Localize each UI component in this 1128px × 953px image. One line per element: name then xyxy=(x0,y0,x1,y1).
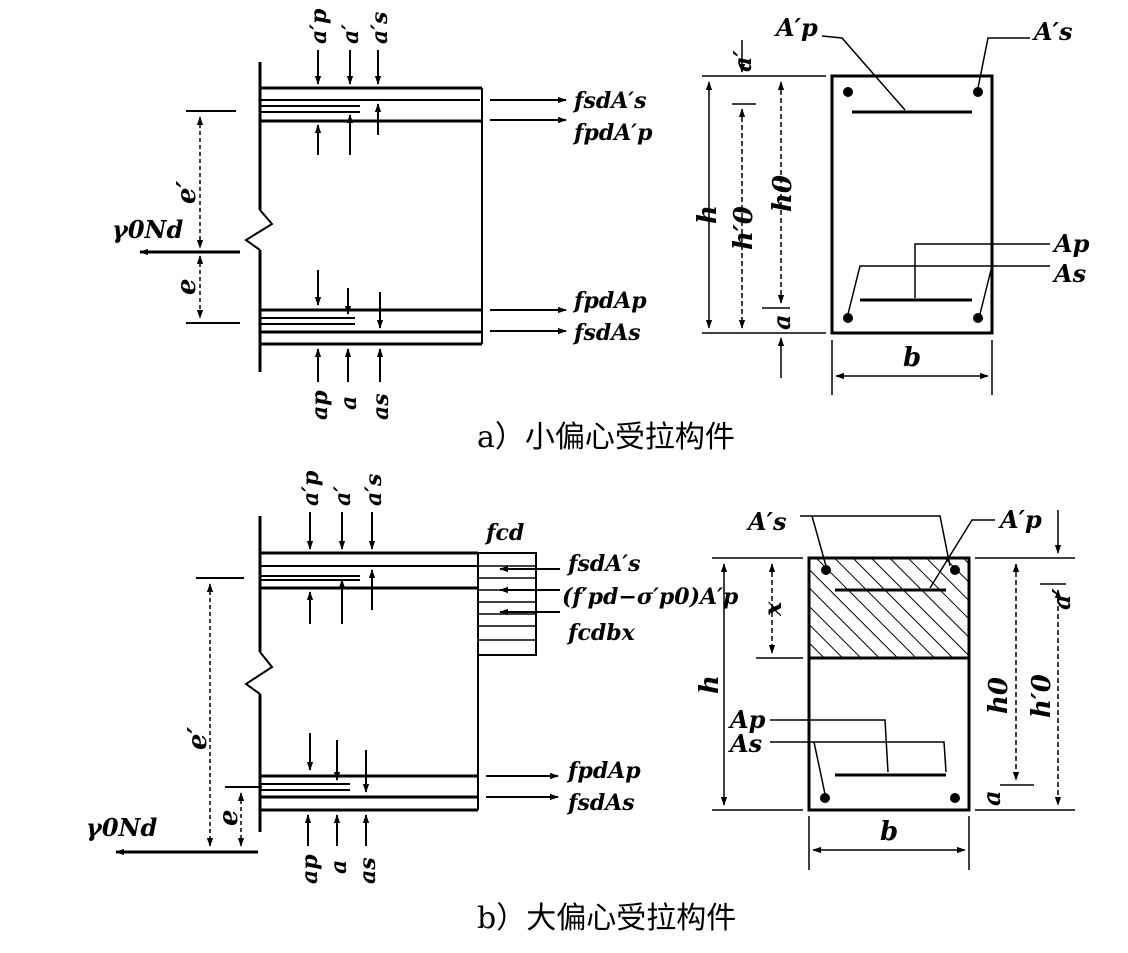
load-label-b: γ0Nd xyxy=(86,813,157,842)
dim-label-a-prime-a: a′ xyxy=(338,24,364,44)
section-label-h0-prime-b: h′0 xyxy=(1027,674,1057,718)
section-label-ap-prime-b: A′p xyxy=(998,505,1042,534)
section-label-a-bottom-a: a xyxy=(767,314,796,330)
dim-label-as-prime-b: a′s xyxy=(361,474,387,506)
dim-label-a-prime-b: a′ xyxy=(330,486,356,506)
section-label-a-b: a xyxy=(977,790,1006,806)
panel-b: fcd a′p a′ a′s ap a as xyxy=(86,470,1076,936)
section-label-x-b: x xyxy=(758,601,787,617)
ecc-label-e-prime-b: e′ xyxy=(183,726,213,750)
bottom-dimension-arrows-b xyxy=(304,733,370,846)
panel-a: a′p a′ a′s ap a as e′ e γ0Nd xyxy=(112,8,1090,455)
section-label-as-b: As xyxy=(728,729,763,758)
cross-section-a xyxy=(821,35,1050,335)
load-label-a: γ0Nd xyxy=(112,215,183,244)
member-b xyxy=(244,516,479,832)
section-label-as-prime-a: A′s xyxy=(1032,17,1073,46)
dim-label-ap-prime-b: a′p xyxy=(298,470,324,506)
dim-label-as-b: as xyxy=(355,857,381,884)
ecc-label-e-prime-a: e′ xyxy=(172,180,202,204)
section-label-h0-b: h0 xyxy=(984,677,1014,714)
section-label-h0-prime-a: h′0 xyxy=(729,206,759,250)
section-label-ap-a: Ap xyxy=(1052,229,1090,258)
section-label-ap-b: Ap xyxy=(728,705,766,734)
force-arrows-a xyxy=(490,96,567,335)
section-label-b-a: b xyxy=(903,343,921,373)
caption-b: b）大偏心受拉构件 xyxy=(477,901,736,936)
section-label-ap-prime-a: A′p xyxy=(774,13,818,42)
stress-block-b xyxy=(477,552,560,656)
section-dims-a xyxy=(702,40,993,395)
force-label-fcd-bx-b: fcdbx xyxy=(566,620,636,646)
force-label-fpd-ap-prime-a: fpdA′p xyxy=(572,120,653,146)
dim-label-as-prime-a: a′s xyxy=(367,12,393,44)
dim-label-as-a: as xyxy=(368,393,394,420)
stress-block-label-b: fcd xyxy=(484,520,524,546)
eccentricity-dims-a xyxy=(186,110,240,324)
ecc-label-e-a: e xyxy=(172,278,202,295)
section-label-h-b: h xyxy=(695,675,725,694)
caption-a: a）小偏心受拉构件 xyxy=(477,420,735,455)
section-label-a-prime-b: a′ xyxy=(1047,587,1076,610)
force-label-fsd-as-prime-a: fsdA′s xyxy=(572,88,647,114)
dim-label-ap-prime-a: a′p xyxy=(306,8,332,44)
section-label-as-a: As xyxy=(1052,259,1087,288)
cross-section-b xyxy=(770,515,995,812)
dim-label-ap-b: ap xyxy=(297,854,323,884)
force-label-fsd-as-a: fsdAs xyxy=(572,320,641,346)
force-label-fpd-ap-a: fpdAp xyxy=(572,288,647,314)
section-label-a-prime-top-a: a′ xyxy=(728,49,757,72)
dim-label-ap-a: ap xyxy=(307,390,333,420)
dim-label-a-a: a xyxy=(336,396,362,410)
section-label-b-b: b xyxy=(880,817,898,847)
force-label-fpd-sigma-b: (f′pd−σ′p0)A′p xyxy=(562,584,739,610)
force-label-fsd-as-b: fsdAs xyxy=(566,790,635,816)
section-label-as-prime-b: A′s xyxy=(746,507,787,536)
bottom-dimension-arrows-a xyxy=(314,270,384,382)
ecc-label-e-b: e xyxy=(214,809,244,826)
force-arrows-b xyxy=(486,772,559,801)
top-dimension-arrows-a xyxy=(314,50,382,155)
dim-label-a-b: a xyxy=(326,860,352,874)
member-a xyxy=(244,62,483,372)
section-label-h-a: h xyxy=(693,205,723,224)
force-label-fsd-as-prime-b: fsdA′s xyxy=(566,551,641,577)
eccentricity-dims-b xyxy=(196,577,262,847)
force-label-fpd-ap-b: fpdAp xyxy=(566,758,641,784)
section-label-h0-a: h0 xyxy=(768,175,798,212)
section-dims-b xyxy=(712,510,1075,870)
top-dimension-arrows-b xyxy=(306,512,376,624)
